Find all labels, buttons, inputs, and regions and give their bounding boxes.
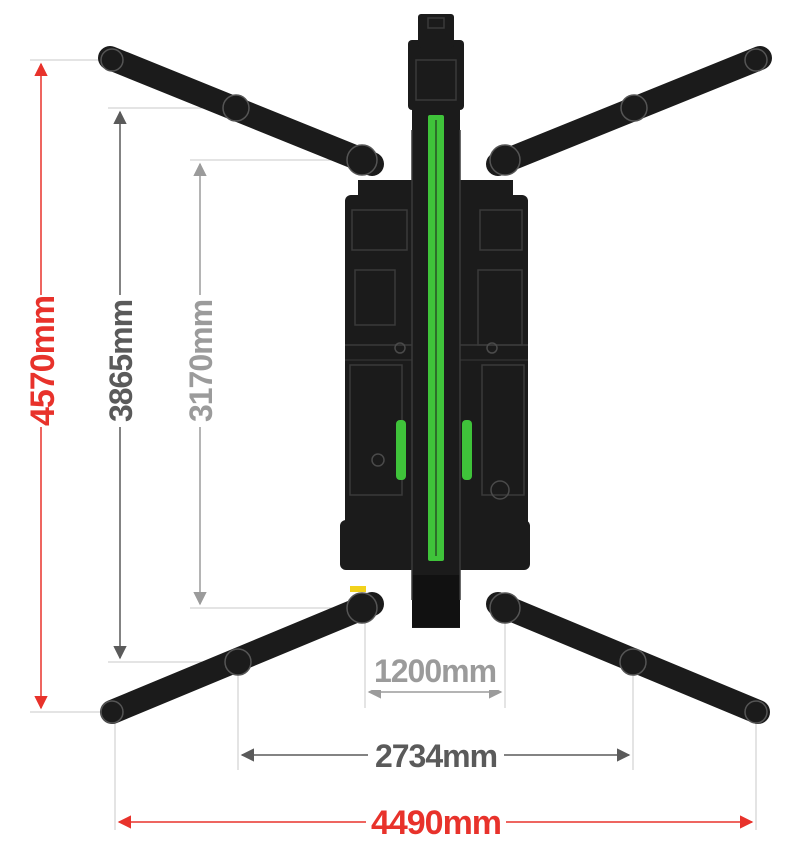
extension-lines [30, 59, 757, 830]
outrigger-front-left [98, 46, 384, 176]
dim-label-track-width: 1200mm [374, 653, 496, 689]
dim-label-outrigger-length: 3865mm [103, 300, 139, 422]
outrigger-front-right [486, 46, 772, 176]
dim-label-total-width: 4490mm [371, 804, 501, 842]
dim-label-mid-width: 2734mm [375, 738, 497, 774]
warning-tag [350, 586, 366, 592]
dim-label-total-length: 4570mm [24, 296, 62, 426]
outrigger-rear-left [100, 592, 384, 724]
dim-label-inner-length: 3170mm [183, 300, 219, 422]
outrigger-rear-right [486, 592, 770, 724]
